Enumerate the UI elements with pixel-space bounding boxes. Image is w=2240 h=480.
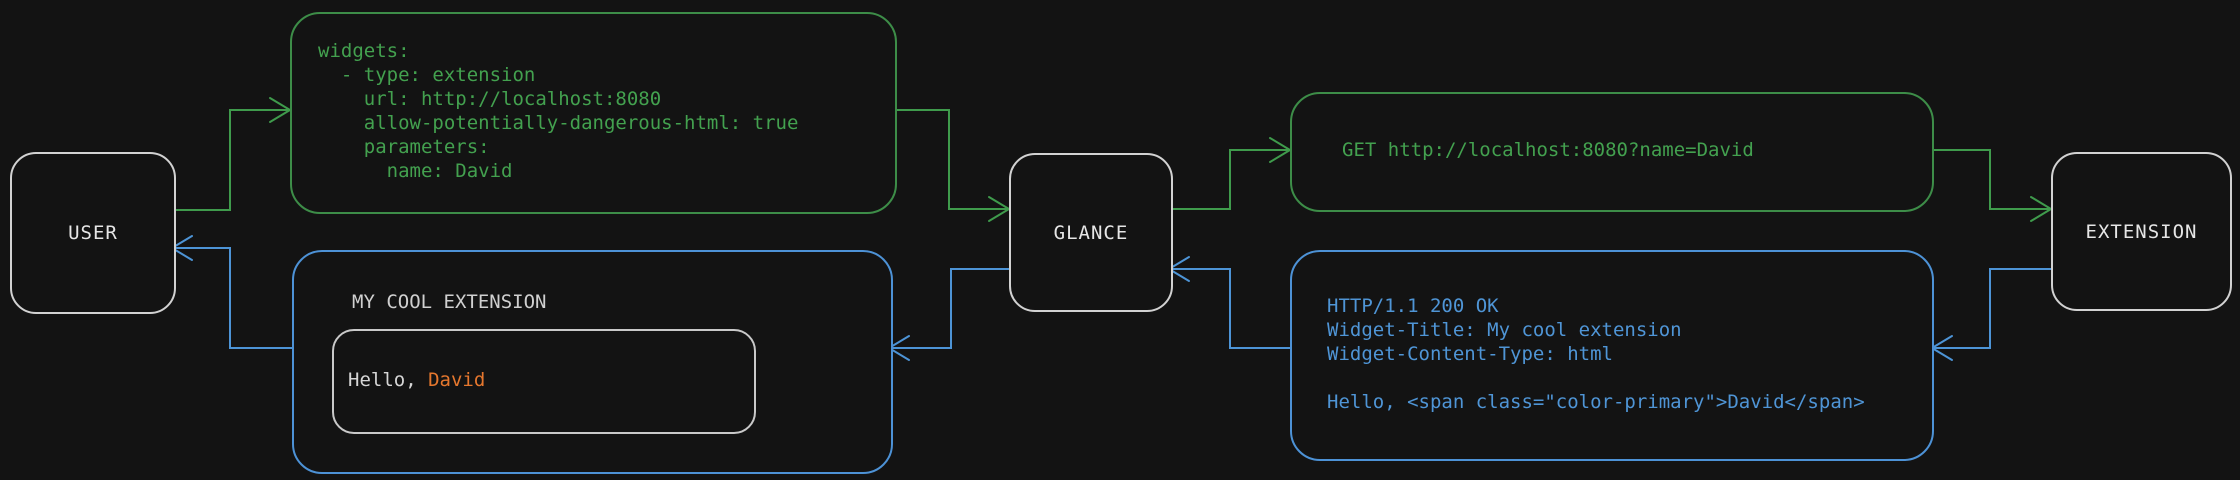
node-glance: GLANCE [1009, 153, 1173, 312]
arrow-response-to-glance [1171, 268, 1290, 349]
http-response-box [1290, 250, 1934, 461]
node-user: USER [10, 152, 176, 314]
arrow-config-to-glance [893, 109, 1007, 210]
greeting-name: David [428, 369, 486, 391]
arrow-glance-to-widget [891, 268, 1009, 349]
widget-title: MY COOL EXTENSION [352, 291, 547, 313]
node-glance-label: GLANCE [1053, 221, 1129, 244]
arrow-user-to-config [172, 109, 288, 211]
node-user-label: USER [68, 222, 118, 244]
node-extension: EXTENSION [2051, 152, 2232, 311]
widget-greeting: Hello, David [348, 368, 485, 392]
config-yaml-box [290, 12, 897, 214]
arrow-extension-to-response [1934, 268, 2051, 349]
config-yaml-code: widgets: - type: extension url: http://l… [318, 40, 799, 182]
http-response-code: HTTP/1.1 200 OK Widget-Title: My cool ex… [1327, 295, 1865, 413]
node-extension-label: EXTENSION [2085, 220, 2198, 243]
http-request-box [1290, 92, 1934, 212]
widget-content-frame [332, 329, 756, 434]
greeting-prefix: Hello, [348, 369, 429, 391]
arrow-widget-to-user [174, 247, 292, 349]
http-request-code: GET http://localhost:8080?name=David [1342, 139, 1754, 161]
arrow-glance-to-request [1169, 149, 1288, 210]
arrow-request-to-extension [1930, 149, 2049, 210]
